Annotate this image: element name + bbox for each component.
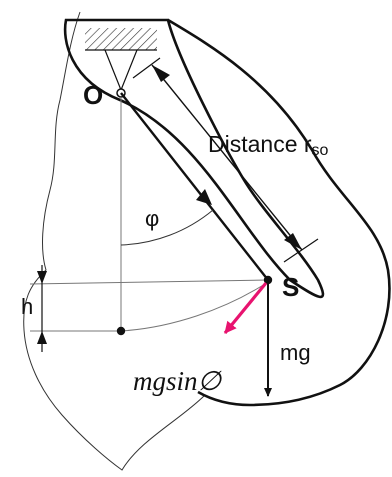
pivot-triangle — [104, 49, 138, 92]
tangential-force-vector — [223, 281, 268, 335]
height-label: h — [21, 294, 33, 319]
distance-arrow-top — [152, 65, 170, 82]
pendulum-arm — [120, 92, 269, 281]
distance-ext-bottom — [283, 238, 319, 263]
center-of-mass-point — [263, 275, 273, 285]
pivot-label: O — [83, 80, 103, 110]
angle-label: φ — [145, 206, 159, 231]
distance-label-subscript: so — [312, 142, 329, 159]
distance-label: Distance rso — [208, 131, 329, 159]
lower-position-point — [116, 326, 126, 336]
angle-arc — [120, 209, 214, 246]
height-arrow-top — [37, 271, 47, 284]
tangential-force-label: mgsin∅ — [133, 366, 223, 396]
horizontal-line-S — [29, 279, 269, 285]
arm-direction-arrow — [196, 189, 212, 205]
support-hatching — [85, 28, 157, 50]
distance-arrow-bottom — [284, 233, 302, 250]
height-arrow-bottom — [37, 331, 47, 344]
object-lobe — [167, 18, 391, 407]
distance-dimension-line — [151, 64, 303, 251]
distance-label-prefix: Distance r — [208, 131, 312, 157]
center-of-mass-label: S — [282, 272, 299, 302]
weight-label: mg — [280, 340, 311, 365]
object-outline — [63, 18, 325, 299]
distance-ext-top — [132, 57, 161, 79]
body-outline-thin — [23, 11, 206, 471]
swing-arc — [120, 281, 269, 332]
